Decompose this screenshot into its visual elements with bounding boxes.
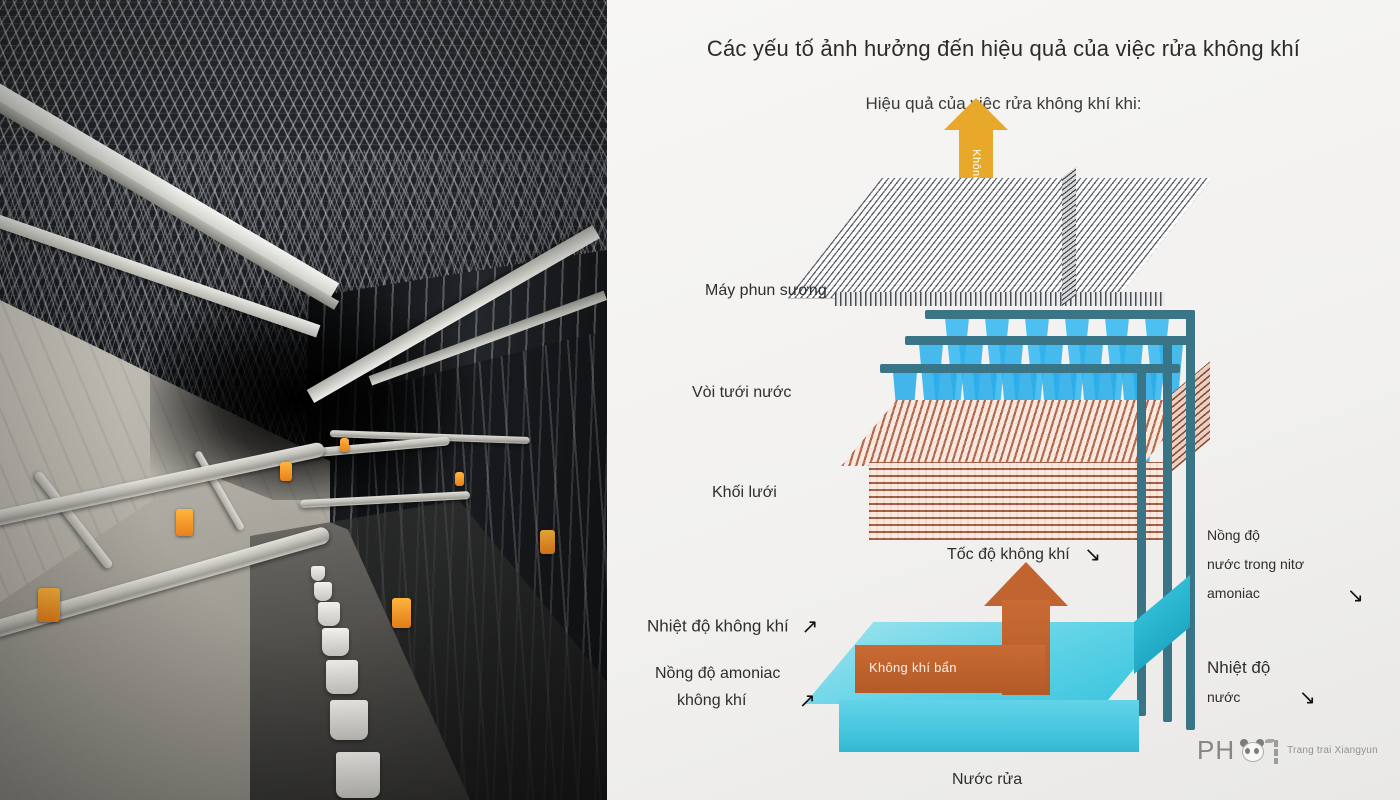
water-nozzle-pipe bbox=[925, 310, 1195, 319]
factor-water-temp-line2: nước bbox=[1207, 688, 1241, 705]
mesh-block-front bbox=[869, 462, 1169, 540]
page-title: Các yếu tố ảnh hưởng đến hiệu quả của vi… bbox=[706, 36, 1301, 61]
orange-valve bbox=[340, 438, 349, 452]
factor-ammonia-line1: Nồng độ amoniac bbox=[655, 665, 781, 682]
factor-water-nitrogen-ammonia: Nồng độ nước trong nitơ amoniac ↘ bbox=[1207, 525, 1392, 607]
arrow-down-right-icon: ↘ bbox=[1299, 686, 1316, 709]
white-feeder bbox=[330, 700, 368, 740]
water-nozzle-pipe bbox=[880, 364, 1180, 373]
factor-wna-line1: Nồng độ bbox=[1207, 527, 1260, 543]
label-wash-water: Nước rửa bbox=[952, 771, 1023, 788]
orange-valve bbox=[38, 588, 60, 622]
air-scrubber-diagram: Các yếu tố ảnh hưởng đến hiệu quả của vi… bbox=[607, 0, 1400, 800]
water-riser-pipe bbox=[1137, 364, 1146, 716]
label-mist-machine: Máy phun sương bbox=[705, 282, 827, 299]
white-feeder bbox=[318, 602, 340, 626]
orange-valve bbox=[540, 530, 555, 554]
factor-air-temperature: Nhiệt độ không khí ↗ bbox=[647, 612, 818, 642]
label-water-nozzle: Vòi tưới nước bbox=[692, 384, 792, 401]
brand-logo: PH Trang trai Xiangyun bbox=[1197, 735, 1378, 766]
factor-ammonia-concentration: Nồng độ amoniac không khí ↗ bbox=[655, 662, 816, 716]
factor-water-temperature: Nhiệt độ nước ↘ bbox=[1207, 655, 1392, 709]
dirty-air-arrow-label: Không khí bẩn bbox=[869, 660, 957, 675]
arrow-down-right-icon: ↘ bbox=[1084, 544, 1101, 566]
arrow-up-right-icon: ↗ bbox=[798, 690, 816, 712]
water-riser-pipe bbox=[1163, 336, 1172, 722]
wash-water-basin-front bbox=[839, 700, 1139, 752]
photo-vignette bbox=[0, 0, 607, 800]
orange-valve bbox=[455, 472, 464, 486]
factor-water-temp-line1: Nhiệt độ bbox=[1207, 658, 1271, 677]
factor-wna-line2: nước trong nitơ bbox=[1207, 556, 1304, 572]
mist-machine-mesh-pad-front bbox=[835, 292, 1165, 306]
white-feeder bbox=[314, 582, 332, 601]
factor-wna-line3: amoniac bbox=[1207, 585, 1260, 601]
white-feeder bbox=[311, 566, 325, 581]
logo-mark-text: PH bbox=[1197, 735, 1236, 765]
mist-machine-mesh-pad-side bbox=[1062, 167, 1076, 306]
arrow-down-right-icon: ↘ bbox=[1347, 585, 1364, 607]
farm-interior-photo bbox=[0, 0, 607, 800]
orange-valve bbox=[176, 509, 193, 536]
white-feeder bbox=[322, 628, 349, 656]
factor-wna-line3-wrap: amoniac ↘ bbox=[1207, 583, 1392, 607]
arrow-up-right-icon: ↗ bbox=[801, 616, 819, 638]
label-mesh-block: Khối lưới bbox=[712, 484, 777, 501]
logo-caption: Trang trai Xiangyun bbox=[1287, 745, 1378, 756]
orange-valve bbox=[280, 462, 292, 481]
water-nozzle-pipe bbox=[905, 336, 1190, 345]
dirty-air-arrow-band bbox=[855, 645, 1045, 693]
white-feeder bbox=[336, 752, 380, 798]
dirty-air-arrow-head-icon bbox=[984, 562, 1068, 606]
factor-air-temperature-text: Nhiệt độ không khí bbox=[647, 616, 789, 636]
factor-water-temp-line2-wrap: nước ↘ bbox=[1207, 687, 1392, 709]
factor-ammonia-line2-wrap: không khí ↗ bbox=[677, 686, 816, 716]
panda-icon bbox=[1239, 738, 1265, 763]
factor-air-speed-text: Tốc độ không khí bbox=[947, 546, 1070, 564]
factor-ammonia-line2: không khí bbox=[677, 692, 747, 710]
water-riser-pipe bbox=[1186, 310, 1195, 730]
bamboo-icon bbox=[1265, 738, 1283, 764]
white-feeder bbox=[326, 660, 358, 694]
factor-air-speed: Tốc độ không khí ↘ bbox=[947, 540, 1101, 570]
mist-machine-mesh-pad bbox=[788, 178, 1212, 298]
orange-valve bbox=[392, 598, 411, 628]
